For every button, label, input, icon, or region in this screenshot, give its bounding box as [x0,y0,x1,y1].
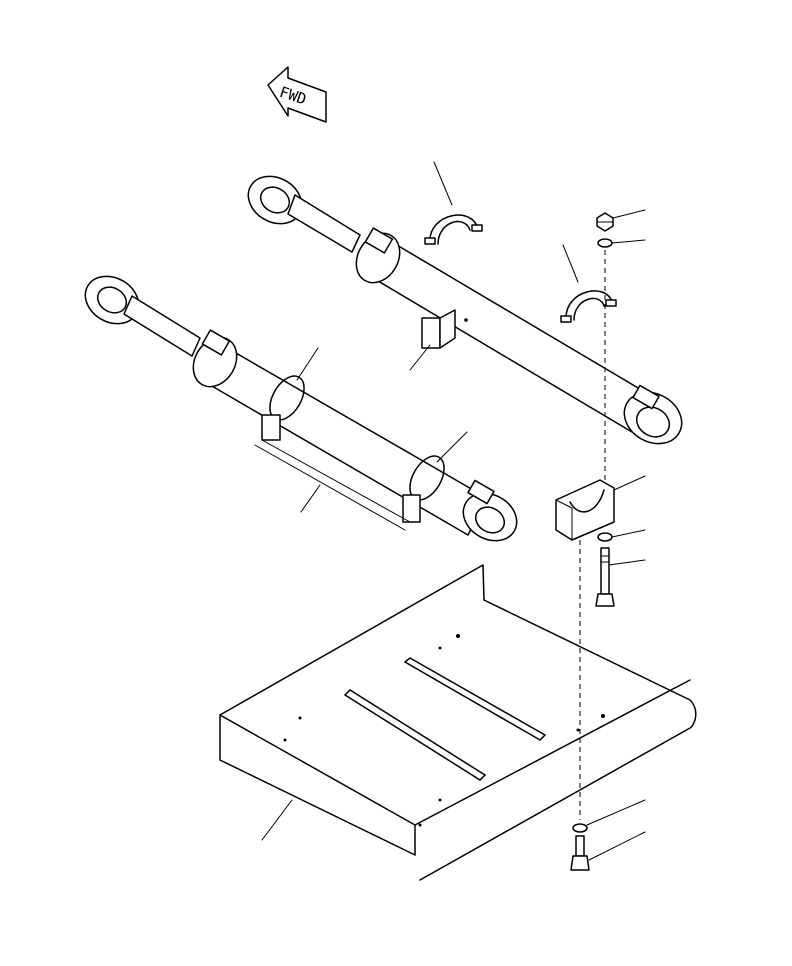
guard-plate [219,564,697,881]
hydraulic-cylinder-rear [247,175,683,445]
band-clamp-1 [424,214,483,245]
assembly-centerlines [579,250,606,820]
washer-bottom [572,823,588,833]
saddle-block [555,479,615,541]
hydraulic-cylinder-front [84,275,518,542]
hex-nut [596,212,614,232]
bolt-lower [570,835,590,871]
mounting-rail [254,439,411,531]
leader-lines [261,161,646,861]
bolt-upper [595,547,615,607]
band-clamp-2 [560,290,617,323]
washer-mid [597,532,613,542]
washer-top [597,238,613,248]
fwd-arrow: FWD [267,66,327,123]
